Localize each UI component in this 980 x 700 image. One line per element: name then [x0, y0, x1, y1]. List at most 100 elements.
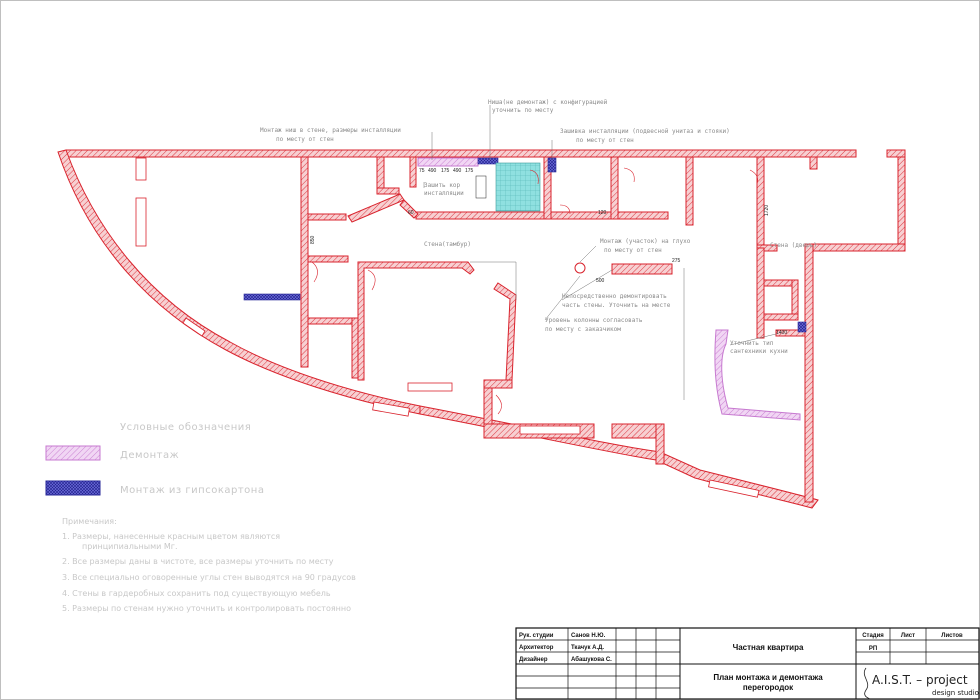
- annotation-4a: Зашить кор: [424, 182, 461, 189]
- dim-6: 120: [598, 210, 607, 216]
- stamp-stage-header: Стадия: [862, 633, 884, 639]
- legend-demolition-label: Демонтаж: [120, 450, 179, 461]
- door-swings: [311, 167, 758, 415]
- gypsum-niche: [547, 157, 557, 173]
- legend-gypsum-label: Монтаж из гипсокартона: [120, 485, 264, 496]
- stamp-name-2: Ткачук А.Д.: [571, 645, 604, 651]
- wall-lower-l: [483, 387, 493, 429]
- wall-diag-1: [347, 193, 405, 223]
- note-5: 5. Размеры по стенам нужно уточнить и ко…: [62, 604, 351, 613]
- dim-5: 60: [408, 210, 414, 216]
- wall-r2: [610, 156, 619, 220]
- window-4: [372, 401, 410, 417]
- stamp-sheet-header: Лист: [901, 633, 915, 639]
- demolition-curve: [714, 329, 801, 421]
- stamp-name-3: Абашукова С.: [571, 656, 612, 663]
- annotation-4b: инсталляции: [424, 190, 464, 197]
- stamp-role-1: Рук. студии: [519, 633, 554, 639]
- wall-top: [65, 149, 857, 158]
- dim-7: 1720: [764, 205, 770, 216]
- window-3: [182, 317, 206, 337]
- tiled-niche: [495, 162, 541, 212]
- wall-small-room-t: [763, 279, 793, 287]
- wall-r4: [756, 156, 765, 248]
- note-4: 4. Стены в гардеробных сохранить под сущ…: [62, 589, 331, 598]
- dim-3: 490: [453, 168, 462, 174]
- annotation-1b: уточнить по месту: [492, 107, 554, 114]
- dim-2: 175: [441, 168, 450, 174]
- stamp-sheets-header: Листов: [941, 633, 963, 639]
- annotation-5: Стена(тамбур): [424, 241, 471, 248]
- door-arc-5: [559, 204, 571, 215]
- stamp-title-line-2: перегородок: [743, 683, 794, 692]
- stamp-logo-sub: design studio: [932, 689, 979, 697]
- stamp-role-3: Дизайнер: [519, 656, 548, 663]
- dimension-labels: 75 490 175 490 175 60 120 1720 500 275 1…: [310, 168, 787, 336]
- leader-10: [470, 261, 517, 300]
- legend-title: Условные обозначения: [120, 422, 251, 433]
- annotation-7a: Непосредственно демонтировать: [562, 293, 667, 300]
- leader-8: [561, 269, 613, 301]
- door-arc-6: [749, 169, 758, 185]
- wall-r1: [543, 156, 552, 220]
- stamp-stage-value: РП: [869, 646, 877, 652]
- wall-small-bottom: [775, 329, 806, 337]
- wall-r5-stub: [809, 156, 818, 170]
- door-arc-1: [311, 261, 318, 283]
- wall-r2-b: [617, 211, 669, 220]
- leader-lines: [423, 105, 777, 400]
- wall-left-stub: [307, 213, 347, 221]
- stamp-title-line-1: План монтажа и демонтажа: [713, 673, 823, 682]
- notes: Примечания: 1. Размеры, нанесенные красн…: [62, 517, 356, 613]
- door-arc-4: [623, 167, 635, 183]
- wall-left-mid: [307, 317, 359, 325]
- stamp-name-1: Санов Н.Ю.: [571, 633, 606, 639]
- note-1a: 1. Размеры, нанесенные красным цветом яв…: [62, 532, 280, 541]
- note-2: 2. Все размеры даны в чистоте, все разме…: [62, 557, 334, 566]
- title-block-text: Рук. студии Санов Н.Ю. Архитектор Ткачук…: [519, 633, 979, 700]
- dim-0: 75: [419, 168, 425, 174]
- gypsum-top: [477, 157, 499, 165]
- annotation-8a: Уровень колонны согласовать: [545, 317, 643, 324]
- windows: [135, 157, 760, 498]
- title-block-frame: [515, 627, 980, 700]
- demolition-top: [417, 157, 479, 167]
- wall-right-vertical: [804, 243, 814, 503]
- annotation-10: Стена (дверь): [770, 242, 817, 249]
- wall-column: [611, 263, 673, 275]
- stamp-role-2: Архитектор: [519, 645, 554, 651]
- sink-fixture: [475, 175, 487, 199]
- wall-right-inner: [756, 247, 765, 339]
- annotation-3a: Зашивка инсталляции (подвесной унитаз и …: [560, 128, 730, 135]
- annotation-1a: Ниша(не демонтаж) с конфигурацией: [488, 99, 608, 106]
- legend: Условные обозначения Демонтаж Монтаж из …: [45, 422, 264, 496]
- wall-tower-r: [897, 156, 906, 252]
- dim-11: 850: [310, 235, 316, 244]
- wall-tower-top: [886, 149, 906, 158]
- note-1b: принципиальными Мг.: [82, 542, 178, 551]
- wall-central-right: [493, 282, 517, 381]
- wall-tower-b: [804, 243, 906, 252]
- wall-central-room: [357, 261, 475, 381]
- wall-bath-b: [376, 187, 400, 195]
- wall-left-upper: [307, 255, 349, 263]
- leader-5: [579, 245, 597, 263]
- stamp-logo: A.I.S.T. – project: [872, 673, 968, 687]
- notes-title: Примечания:: [62, 517, 117, 526]
- dim-1: 490: [428, 168, 437, 174]
- annotation-3b: по месту от стен: [576, 137, 634, 144]
- window-2: [135, 197, 147, 247]
- dim-9: 275: [672, 258, 681, 264]
- dim-8: 500: [596, 278, 605, 284]
- wall-diag-2: [399, 199, 419, 219]
- annotation-2a: Монтаж ниш в стене, размеры инсталляции: [260, 127, 401, 134]
- window-1: [135, 157, 147, 181]
- wall-lower-v: [655, 423, 665, 465]
- window-6: [708, 479, 760, 498]
- wall-left-vertical: [300, 156, 309, 368]
- gypsum-left: [243, 293, 301, 301]
- demolition-walls: [417, 157, 801, 421]
- door-arc-7: [495, 394, 502, 415]
- annotation-6a: Монтаж (участок) на глухо: [600, 238, 691, 245]
